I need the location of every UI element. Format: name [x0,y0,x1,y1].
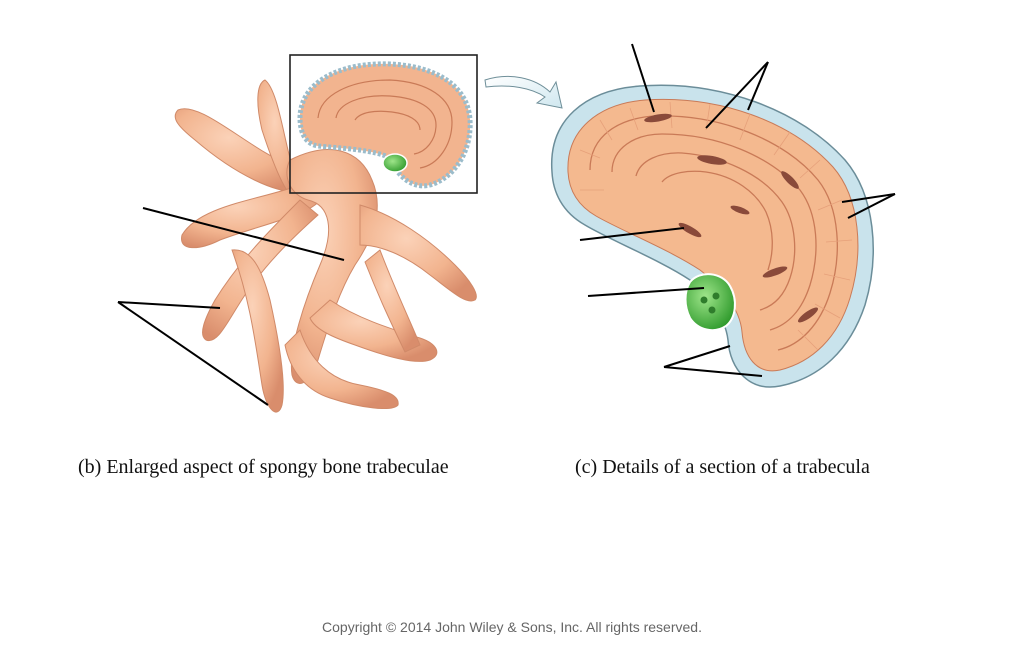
leader-line [631,43,655,113]
section-small-lamellae [354,110,421,131]
lamella-line [661,170,773,271]
trabecula-branch [284,329,399,410]
osteoclast-small [382,153,408,173]
section-small-lamellae [317,79,453,169]
lamella-line [635,152,796,311]
leader-line [579,227,685,241]
lamella-radial-lines [579,101,853,351]
leader-line [705,61,769,129]
leader-line [142,207,345,261]
lamella-line [611,133,817,331]
osteocyte [781,171,799,189]
leader-line [587,287,705,297]
trabecula-section-detail [551,84,874,388]
caption-b: (b) Enlarged aspect of spongy bone trabe… [78,456,449,478]
osteocyte [697,155,727,165]
leader-line [747,61,769,111]
osteoclast-nucleus [712,292,720,300]
osteoclast-nucleus [708,306,716,314]
section-small-body [297,61,473,189]
trabecula-branch [359,204,477,302]
trabecula-branch [174,108,311,193]
leader-line [117,301,221,309]
lamella-line [589,115,838,351]
caption-c: (c) Details of a section of a trabecula [575,456,870,478]
trabecula-branch [309,299,438,362]
section-small-lamellae [335,95,437,155]
leader-line [663,366,763,377]
leader-line [663,345,731,368]
zoom-box [289,54,478,194]
leader-line [841,193,896,203]
osteocyte [644,113,672,123]
trabeculae-network [174,79,477,413]
leader-lines [117,43,896,406]
osteocyte [762,266,788,278]
osteocyte [797,307,819,323]
leader-line [847,193,896,219]
osteocyte [678,222,702,238]
zoom-arrow [484,75,563,109]
osteocytes [644,113,819,323]
copyright-notice: Copyright © 2014 John Wiley & Sons, Inc.… [322,619,702,635]
leader-line [117,301,269,406]
trabecula-branch [364,249,421,353]
osteoclast-body [684,273,736,332]
osteoclast [684,273,736,332]
trabecula-branch [231,249,284,413]
trabecula-section-small [297,61,473,189]
osteoclast-nucleus [700,296,708,304]
osteocyte [730,205,750,215]
